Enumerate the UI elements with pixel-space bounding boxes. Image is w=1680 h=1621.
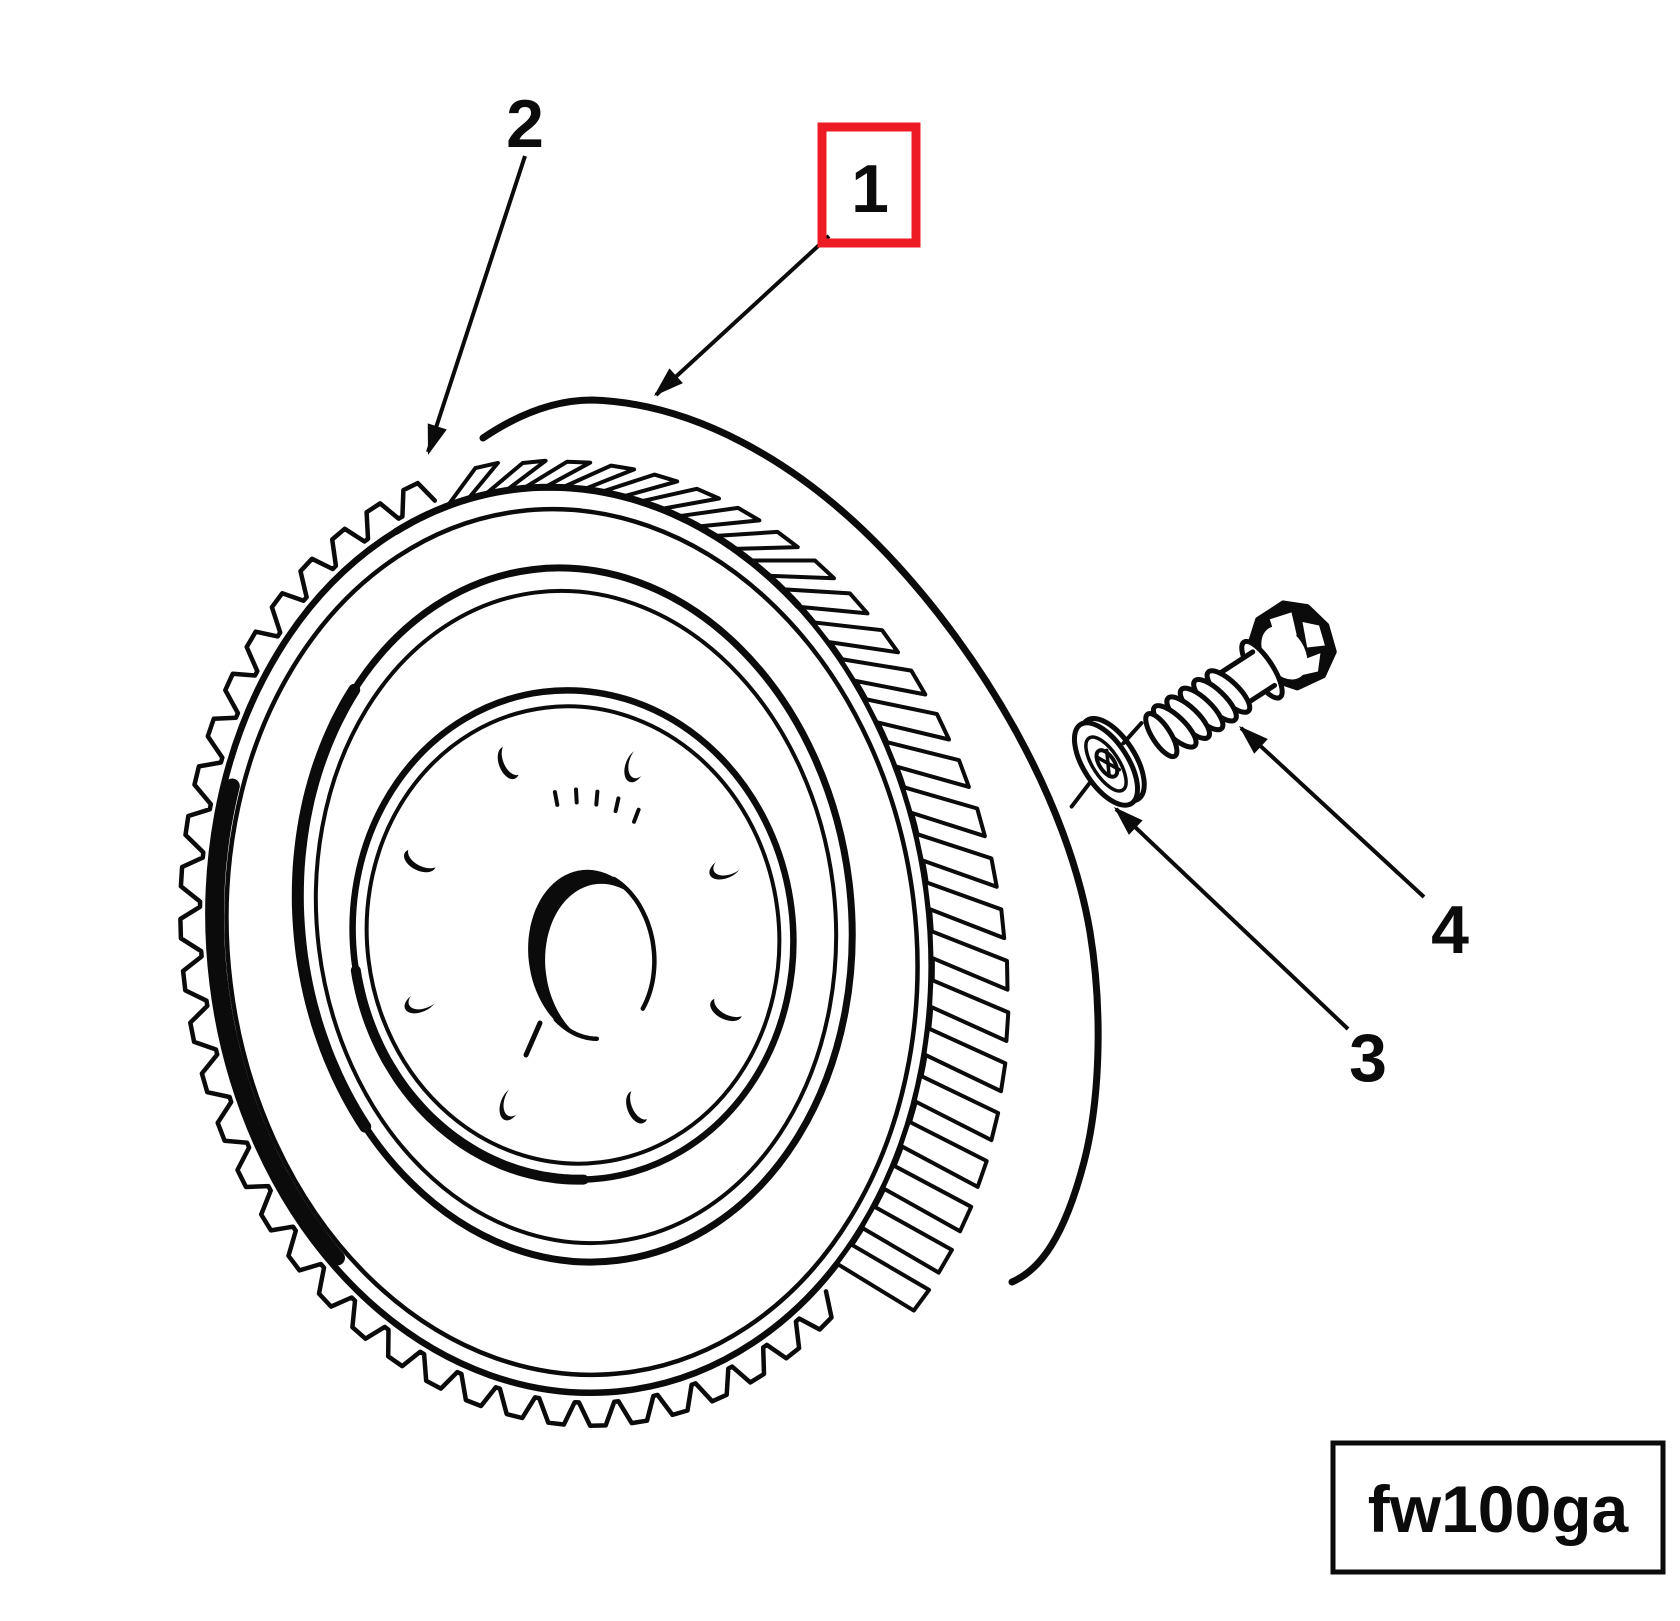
callout-3-label: 3 (1349, 1020, 1387, 1096)
figure-code-box: fw100ga (1330, 1440, 1666, 1575)
callout-2-arrowhead-icon (427, 423, 447, 455)
callout-4-arrowhead-icon (1239, 726, 1268, 754)
flywheel-illustration (178, 396, 1102, 1428)
highlight-box[interactable] (817, 122, 921, 248)
bolt-illustration (1143, 600, 1337, 760)
callout-1-leader-line (654, 234, 831, 397)
callout-4-label: 4 (1431, 892, 1469, 968)
callout-2-label: 2 (506, 86, 544, 162)
callout-3-leader (1114, 807, 1350, 1031)
washer-illustration (1069, 715, 1147, 809)
figure-code-border (1330, 1440, 1666, 1575)
figure-code-label: fw100ga (1368, 1472, 1630, 1546)
callout-3-arrowhead-icon (1114, 807, 1143, 835)
callout-3-leader-line (1114, 807, 1350, 1031)
callout-1-label: 1 (851, 151, 889, 227)
callout-2-leader (426, 155, 527, 455)
callout-4-leader (1239, 726, 1426, 899)
callout-1-arrowhead-icon (654, 368, 683, 396)
callout-1-leader (654, 234, 831, 397)
callout-4-leader-line (1239, 726, 1426, 899)
callout-2-leader-line (426, 155, 527, 453)
